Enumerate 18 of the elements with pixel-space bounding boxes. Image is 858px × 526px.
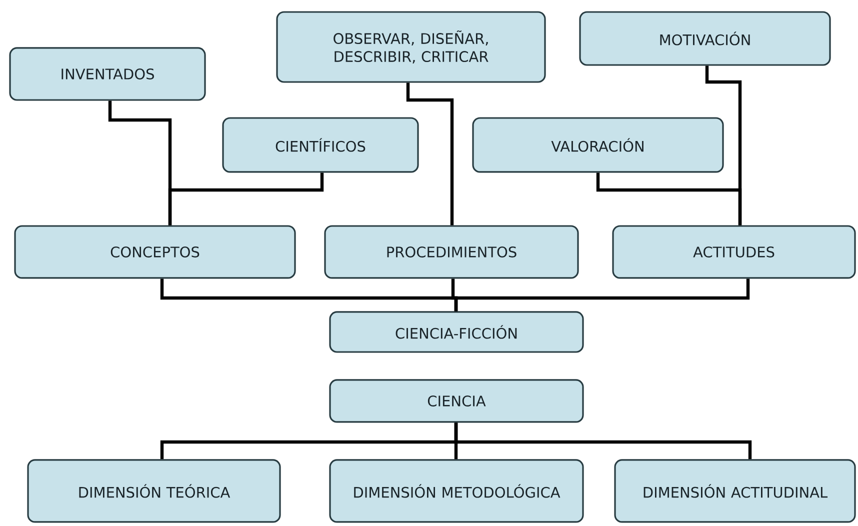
concept-box: CONCEPTOS bbox=[14, 225, 296, 279]
concept-box: INVENTADOS bbox=[9, 47, 206, 101]
concept-box: OBSERVAR, DISEÑAR, DESCRIBIR, CRITICAR bbox=[276, 11, 546, 83]
connector-line bbox=[454, 278, 750, 312]
concept-box: PROCEDIMIENTOS bbox=[324, 225, 579, 279]
concept-box: ACTITUDES bbox=[612, 225, 856, 279]
concept-box: DIMENSIÓN METODOLÓGICA bbox=[329, 459, 584, 523]
connector-line bbox=[168, 172, 324, 226]
concept-box: MOTIVACIÓN bbox=[579, 11, 831, 66]
connector-line bbox=[406, 82, 454, 226]
concept-box: CIENTÍFICOS bbox=[222, 117, 419, 173]
concept-box: VALORACIÓN bbox=[472, 117, 724, 173]
concept-box: DIMENSIÓN TEÓRICA bbox=[27, 459, 281, 523]
connector-line bbox=[596, 172, 742, 226]
concept-box: CIENCIA bbox=[329, 379, 584, 423]
concept-box: DIMENSIÓN ACTITUDINAL bbox=[614, 459, 856, 523]
concept-box: CIENCIA-FICCIÓN bbox=[329, 311, 584, 353]
connector-line bbox=[454, 422, 752, 460]
